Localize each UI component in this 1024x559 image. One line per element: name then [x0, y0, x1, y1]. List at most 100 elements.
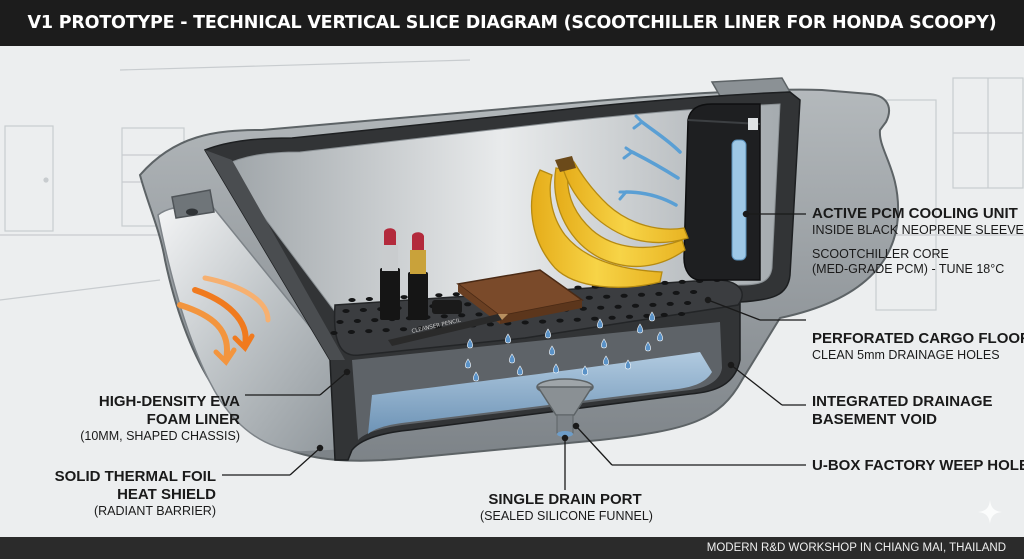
water-drop-icon [549, 345, 555, 356]
wallet [456, 269, 584, 324]
drainage-hole [591, 316, 599, 321]
drainage-hole [672, 290, 680, 295]
water-drop-icon [649, 311, 655, 322]
water-drop-icon [505, 333, 511, 344]
drainage-hole [690, 290, 698, 294]
drainage-hole [336, 320, 344, 324]
drainage-hole [382, 328, 390, 333]
water-drop-icon [517, 365, 523, 376]
drainage-hole [620, 293, 628, 298]
water-drop-icon [582, 365, 588, 376]
callout-floor-sub: CLEAN 5mm DRAINAGE HOLES [812, 348, 1000, 362]
water-drop-icon-group [465, 311, 663, 382]
callout-eva-sub: (10mm, SHAPED CHASSIS) [80, 429, 240, 443]
callout-cargo-floor: PERFORATED CARGO FLOOR CLEAN 5mm DRAINAG… [812, 330, 1024, 363]
drainage-hole [637, 292, 646, 297]
callout-drain-port: SINGLE DRAIN PORT (SEALED SILICONE FUNNE… [480, 491, 653, 524]
water-drop-icon [465, 358, 471, 369]
cool-air-arrow-icon [618, 114, 682, 207]
drainage-hole [330, 331, 338, 335]
callout-eva-foam-liner: HIGH-DENSITY EVA FOAM LINER (10mm, SHAPE… [30, 393, 240, 444]
drainage-hole [660, 312, 668, 317]
drainage-hole [371, 318, 379, 323]
drainage-hole [440, 314, 448, 319]
callout-drain-sub: (SEALED SILICONE FUNNEL) [480, 509, 653, 523]
drainage-hole [603, 294, 611, 299]
callout-foil-title1: SOLID THERMAL FOIL [54, 468, 216, 485]
drainage-hole [661, 280, 669, 285]
callout-eva-title2: FOAM LINER [146, 411, 240, 428]
water-drop-icon [467, 338, 473, 349]
callout-weep-hole: U-BOX FACTORY WEEP HOLE [812, 457, 1024, 475]
sparkle-icon [978, 500, 1002, 524]
callout-floor-title: PERFORATED CARGO FLOOR [812, 330, 1024, 347]
water-drop-icon [645, 341, 651, 352]
drainage-hole [678, 279, 686, 284]
drain-funnel [536, 378, 594, 437]
drainage-hole [573, 317, 581, 322]
callout-drain-title: SINGLE DRAIN PORT [488, 491, 642, 508]
banana-bunch [530, 156, 689, 288]
callout-foil-sub: (RADIANT BARRIER) [93, 504, 216, 518]
callout-thermal-foil: SOLID THERMAL FOIL HEAT SHIELD (RADIANT … [10, 468, 216, 519]
drainage-hole [655, 291, 663, 296]
water-drop-icon [509, 353, 515, 364]
drainage-hole [625, 314, 634, 319]
water-drop-icon [657, 331, 663, 342]
drainage-hole [342, 309, 350, 313]
lipstick-pair [380, 228, 462, 320]
page-title: V1 PROTOTYPE - TECHNICAL VERTICAL SLICE … [0, 0, 1024, 46]
drainage-hole [417, 326, 425, 331]
drainage-hole [399, 327, 408, 332]
drainage-hole [521, 320, 529, 325]
drainage-hole [435, 293, 443, 298]
water-drop-icon [637, 323, 643, 334]
drainage-hole [365, 297, 373, 301]
water-drop-icon [553, 363, 559, 374]
collected-water [368, 352, 712, 434]
drainage-hole [486, 322, 494, 327]
water-drop-icon [603, 355, 609, 366]
callout-pcm-line3: (MED-GRADE PCM) - TUNE 18°C [812, 262, 1005, 276]
water-drop-icon [597, 318, 603, 329]
water-drop-icon [473, 371, 479, 382]
drainage-hole [649, 302, 657, 307]
callout-leader-lines [222, 210, 806, 490]
callout-pcm-line1: INSIDE BLACK NEOPRENE SLEEVE [812, 223, 1024, 237]
drainage-hole [400, 295, 408, 300]
drainage-hole [608, 315, 616, 320]
callout-weep-title: U-BOX FACTORY WEEP HOLE [812, 457, 1024, 474]
drainage-hole [458, 313, 466, 318]
callout-basement-title1: INTEGRATED DRAINAGE [812, 393, 993, 410]
callout-eva-title1: HIGH-DENSITY EVA [98, 393, 240, 410]
callout-pcm-title: ACTIVE PCM COOLING UNIT [812, 205, 1018, 222]
drainage-hole [365, 329, 373, 334]
callout-pcm-line2: SCOOTCHILLER CORE [812, 247, 949, 261]
callout-basement-title2: BASEMENT VOID [812, 411, 938, 428]
drainage-hole [556, 318, 564, 323]
drainage-hole [585, 295, 593, 300]
drainage-hole [597, 305, 605, 310]
drainage-hole [678, 312, 686, 316]
heat-arrow-icon [177, 275, 271, 366]
drainage-hole [574, 285, 582, 290]
footer-caption: MODERN R&D WORKSHOP IN CHIANG MAI, THAIL… [0, 537, 1024, 559]
drainage-hole [359, 308, 367, 312]
drainage-hole [464, 302, 472, 307]
drainage-hole [614, 304, 622, 309]
callout-drainage-basement: INTEGRATED DRAINAGE BASEMENT VOID [812, 393, 993, 429]
callout-foil-title2: HEAT SHIELD [117, 486, 216, 503]
callout-pcm-cooling-unit: ACTIVE PCM COOLING UNIT INSIDE BLACK NEO… [812, 205, 1024, 277]
drainage-hole [353, 319, 361, 323]
pcm-cooling-unit [683, 103, 761, 281]
water-drop-icon [545, 328, 551, 339]
drainage-hole [452, 292, 460, 297]
perforated-cargo-floor [333, 279, 743, 357]
drainage-hole [631, 303, 640, 308]
drainage-hole [539, 319, 547, 324]
drainage-hole [348, 298, 356, 302]
drainage-hole [666, 301, 674, 306]
water-drop-icon [625, 359, 631, 370]
drainage-hole [684, 301, 692, 305]
drainage-hole [475, 312, 483, 317]
